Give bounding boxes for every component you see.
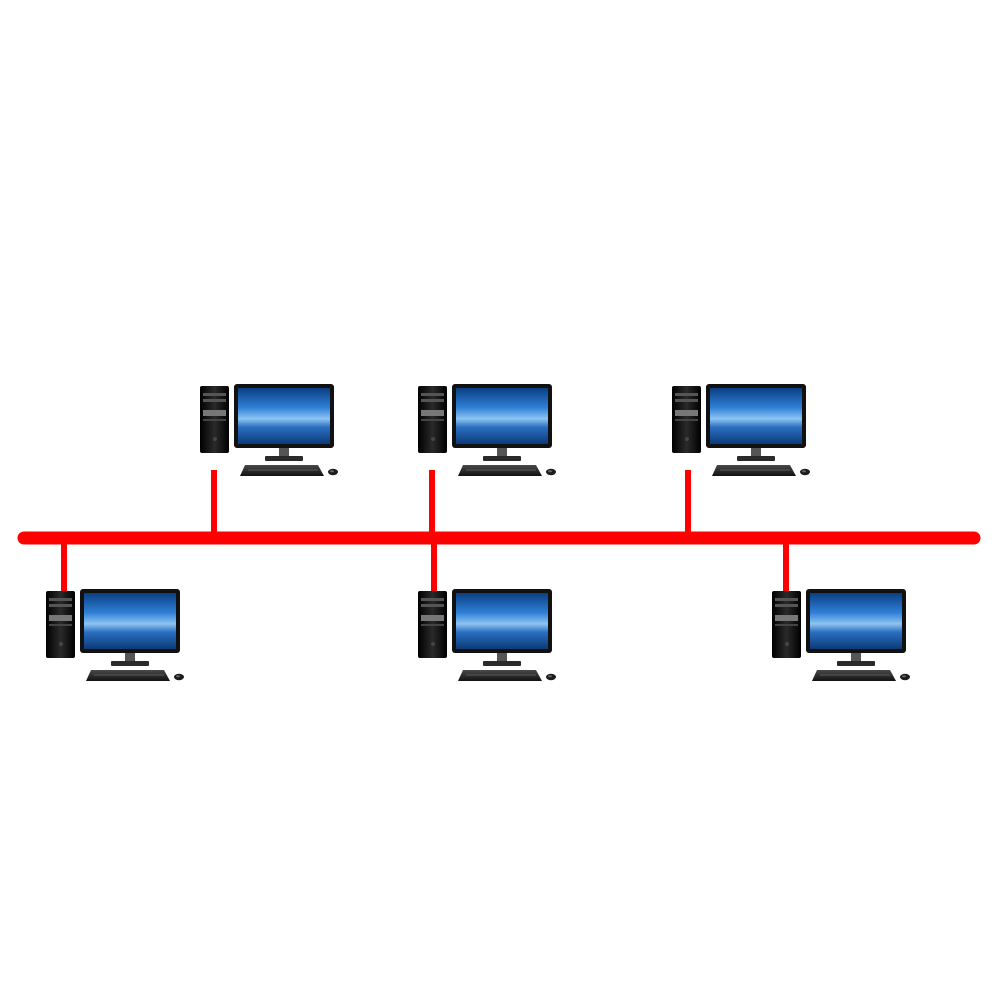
desktop-computer-icon <box>671 383 811 477</box>
drop-lines <box>61 470 789 608</box>
desktop-computer-icon <box>771 588 911 682</box>
desktop-computer-icon <box>417 588 557 682</box>
desktop-computer-icon <box>199 383 339 477</box>
desktop-computer-icon <box>417 383 557 477</box>
desktop-computer-icon <box>45 588 185 682</box>
